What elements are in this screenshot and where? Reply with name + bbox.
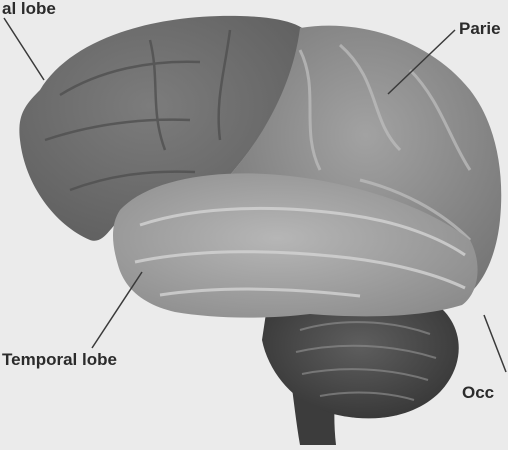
occipital-lobe-label: Occ	[462, 384, 494, 401]
frontal-leader-line	[4, 18, 44, 80]
frontal-lobe-label: al lobe	[2, 0, 56, 17]
parietal-lobe-label: Parie	[459, 20, 501, 37]
temporal-lobe-label: Temporal lobe	[2, 351, 117, 368]
temporal-leader-line	[92, 272, 142, 348]
occipital-leader-line	[484, 315, 506, 372]
